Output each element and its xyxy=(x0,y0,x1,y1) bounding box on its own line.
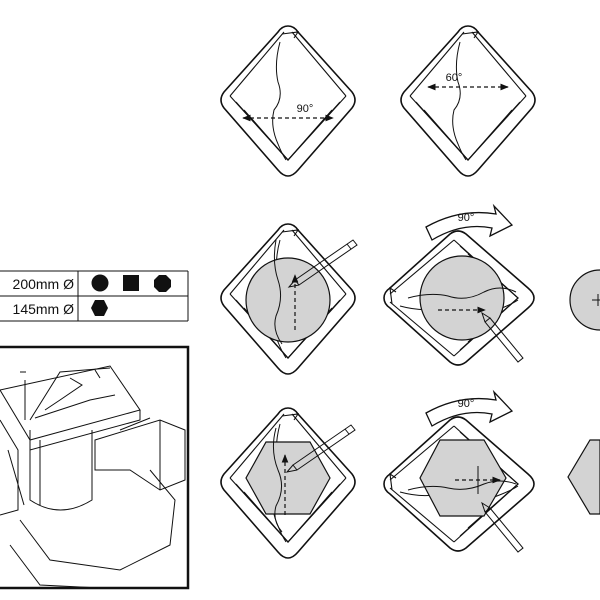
rotate-arrow-icon xyxy=(425,389,514,427)
octagon-shape-icon xyxy=(154,275,171,292)
capacity-table: 200mm Ø 145mm Ø xyxy=(0,270,189,322)
hex-workpiece-rotated xyxy=(419,439,507,517)
angle-label-90: 90° xyxy=(297,103,314,115)
rotate-arrow-icon xyxy=(425,203,514,241)
jig-hex-rotated: 90° xyxy=(383,389,535,553)
rotate-label-middle: 90° xyxy=(458,212,475,224)
jig-90-top: 90° xyxy=(220,25,356,177)
angle-label-60: 60° xyxy=(446,72,463,84)
square-shape-icon xyxy=(123,275,139,291)
jig-round-marking xyxy=(220,223,358,375)
vice-illustration xyxy=(0,345,190,590)
round-result-partial xyxy=(569,269,600,331)
jig-hex-marking xyxy=(220,407,356,559)
circle-shape-icon xyxy=(91,274,109,292)
rotate-label-bottom: 90° xyxy=(458,398,475,410)
capacity-size-200: 200mm Ø xyxy=(13,276,75,292)
round-workpiece xyxy=(245,257,331,343)
hexagon-shape-icon xyxy=(91,300,108,316)
hex-workpiece xyxy=(245,441,331,515)
jig-round-rotated: 90° xyxy=(383,203,535,366)
capacity-size-145: 145mm Ø xyxy=(13,301,75,317)
hex-result-partial xyxy=(567,439,600,515)
jig-60-top: 60° xyxy=(400,25,536,177)
